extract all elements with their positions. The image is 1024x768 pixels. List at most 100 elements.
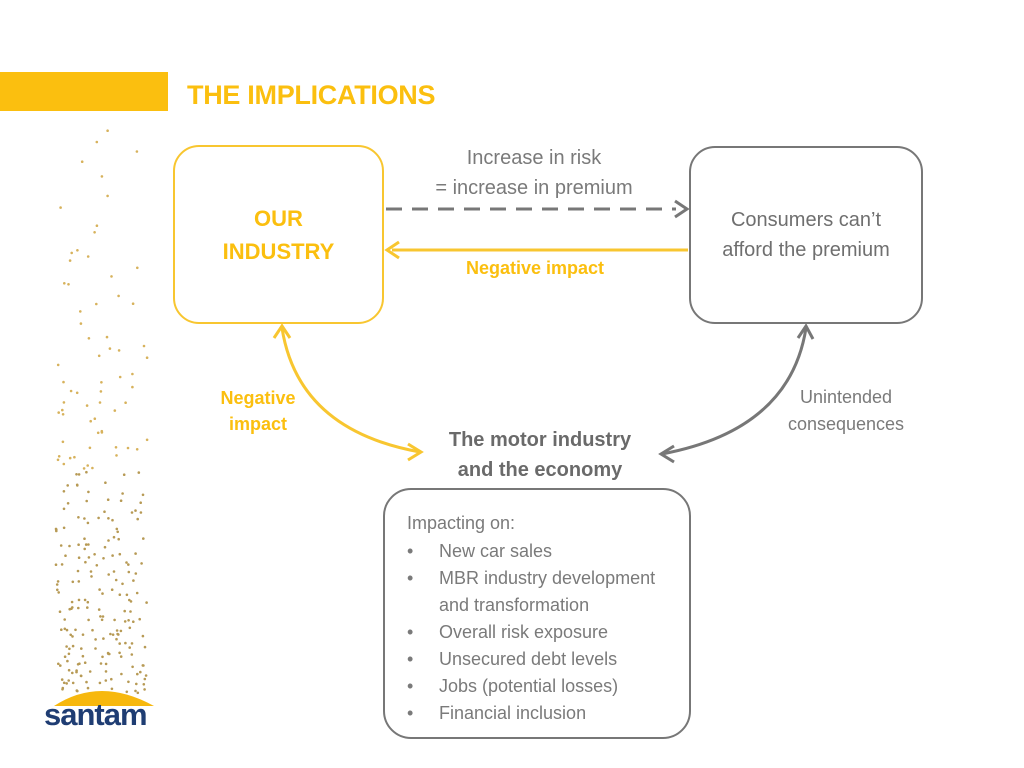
decorative-dot [71, 644, 75, 648]
decorative-dot [118, 593, 122, 596]
decorative-dot [101, 655, 104, 659]
decorative-dot [143, 677, 147, 681]
decorative-dot [66, 502, 70, 505]
decorative-dot [96, 431, 100, 435]
decorative-dot [58, 610, 62, 613]
decorative-dot [105, 335, 109, 339]
decorative-dot [69, 389, 73, 393]
decorative-dot [62, 462, 66, 466]
decorative-dot [76, 249, 79, 252]
decorative-dot [65, 645, 68, 648]
decorative-dot [79, 310, 82, 313]
decorative-dot [62, 380, 65, 384]
decorative-dot [86, 255, 90, 258]
negative-impact-left-line-1: Negative [220, 388, 296, 408]
our-industry-line-1: OUR [254, 205, 303, 231]
decorative-dot [142, 683, 146, 686]
list-item: •MBR industry development and transforma… [407, 565, 689, 619]
decorative-dot [57, 662, 60, 666]
list-item: • Financial inclusion [407, 700, 689, 727]
decorative-dot [122, 473, 126, 477]
decorative-dot [86, 686, 90, 690]
decorative-dot [110, 677, 113, 681]
decorative-dot [62, 490, 66, 493]
list-item-text: MBR industry development and transformat… [439, 568, 656, 615]
decorative-dot [112, 535, 116, 539]
decorative-dot [118, 651, 121, 655]
decorative-dot [63, 618, 66, 621]
decorative-dot [66, 659, 69, 663]
decorative-dot [68, 544, 71, 548]
decorative-dot [104, 481, 107, 485]
negative-impact-left-label: Negative impact [203, 385, 313, 437]
decorative-dot [104, 679, 108, 682]
decorative-dot [86, 464, 89, 467]
decorative-dot [95, 564, 99, 567]
decorative-dot [97, 516, 100, 520]
decorative-dot [142, 664, 145, 667]
decorative-dot [62, 507, 66, 511]
decorative-dot [109, 632, 112, 636]
decorative-dot [131, 665, 134, 669]
decorative-dot [74, 628, 77, 632]
decorative-dot [57, 591, 60, 594]
decorative-dot [107, 517, 110, 520]
decorative-dot [130, 653, 134, 656]
arrow-consumers-motor [661, 327, 808, 456]
page-title: THE IMPLICATIONS [187, 80, 436, 110]
increase-risk-line-2: = increase in premium [435, 177, 633, 199]
decorative-dot [98, 681, 102, 685]
decorative-dot [102, 557, 105, 560]
decorative-dot [83, 517, 86, 520]
bullet-icon: • [407, 703, 414, 723]
decorative-dot [104, 662, 108, 666]
decorative-dot [108, 347, 112, 350]
decorative-dot [145, 356, 149, 360]
decorative-dot-pattern [54, 129, 149, 695]
decorative-dot [56, 363, 60, 367]
decorative-dot [117, 349, 121, 352]
decorative-dot [112, 570, 116, 573]
decorative-dot [123, 609, 126, 613]
decorative-dot [77, 580, 81, 583]
decorative-dot [75, 483, 79, 487]
decorative-dot [57, 455, 61, 458]
decorative-dot [77, 606, 80, 610]
list-item-text: New car sales [439, 541, 553, 561]
decorative-dot [86, 606, 89, 609]
decorative-dot [129, 600, 133, 603]
decorative-dot [77, 516, 80, 519]
decorative-dot [127, 619, 130, 622]
decorative-dot [128, 646, 131, 649]
decorative-dot [93, 417, 97, 421]
decorative-dot [55, 529, 58, 533]
decorative-dot [124, 641, 127, 645]
decorative-dot [107, 573, 110, 576]
decorative-dot [141, 634, 145, 638]
decorative-dot [60, 678, 64, 681]
decorative-dot [103, 510, 106, 513]
decorative-dot [100, 429, 104, 433]
consumers-line-2: afford the premium [722, 239, 890, 261]
decorative-dot [134, 689, 137, 693]
decorative-dot [101, 592, 104, 595]
decorative-dot [66, 484, 69, 487]
decorative-dot [135, 150, 139, 153]
decorative-dot [98, 588, 101, 591]
decorative-dot [56, 458, 60, 462]
decorative-dot [71, 606, 74, 609]
decorative-dot [125, 561, 128, 564]
decorative-dot [85, 680, 88, 684]
list-item-text: Financial inclusion [439, 703, 587, 723]
decorative-dot [117, 537, 120, 541]
bullet-icon: • [407, 649, 414, 669]
negative-impact-left-line-2: impact [228, 414, 288, 434]
decorative-dot [77, 473, 81, 476]
decorative-dot [143, 645, 147, 649]
decorative-dot [67, 668, 71, 672]
decorative-dot [127, 563, 130, 566]
decorative-dot [59, 544, 63, 547]
arrow-consumers-motor-head-up [796, 323, 815, 340]
decorative-dot [77, 598, 81, 602]
